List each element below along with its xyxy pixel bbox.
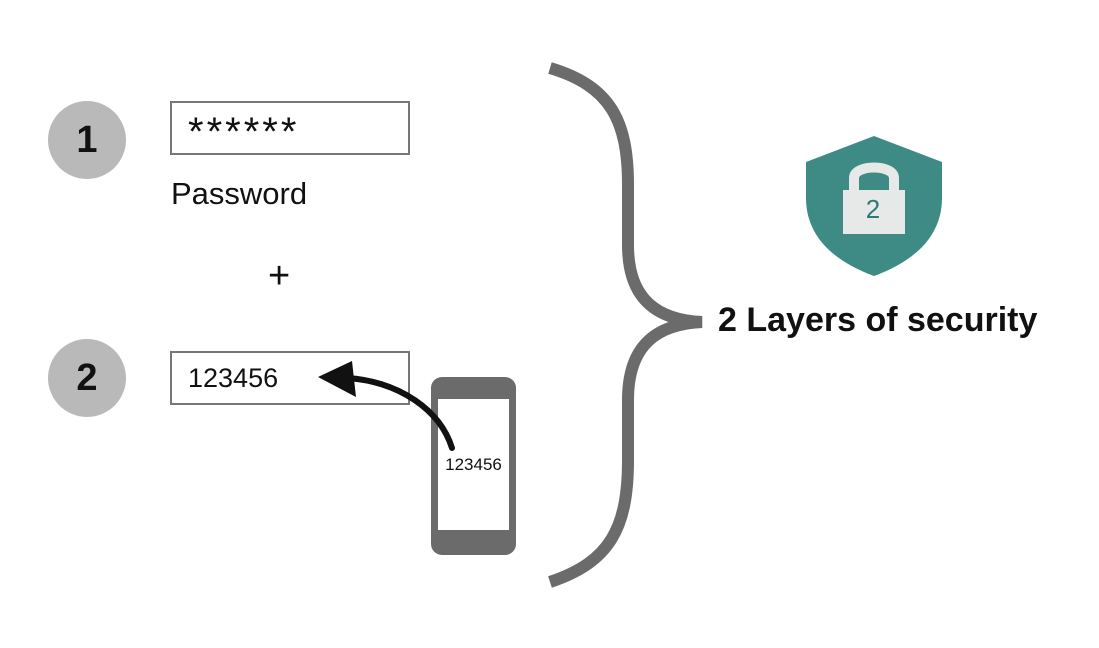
step-1-badge: 1 <box>48 101 126 179</box>
curly-brace-icon <box>548 62 703 588</box>
arrow-icon <box>318 361 455 451</box>
phone-icon: 123456 <box>431 377 516 555</box>
shield-number: 2 <box>865 194 881 224</box>
step-2-number: 2 <box>76 356 98 399</box>
password-field[interactable]: ****** <box>170 101 410 155</box>
shield-icon <box>806 136 942 276</box>
step-2-badge: 2 <box>48 339 126 417</box>
password-label: Password <box>171 176 308 211</box>
plus-sign: + <box>268 255 291 297</box>
phone-code: 123456 <box>445 454 502 474</box>
security-layers-title: 2 Layers of security <box>718 301 1038 339</box>
verification-code-field[interactable]: 123456 <box>170 351 410 405</box>
verification-code-value: 123456 <box>188 362 279 393</box>
phone-screen: 123456 <box>438 399 509 530</box>
password-value: ****** <box>188 109 300 154</box>
step-1-number: 1 <box>76 118 98 161</box>
padlock-icon <box>843 162 905 234</box>
